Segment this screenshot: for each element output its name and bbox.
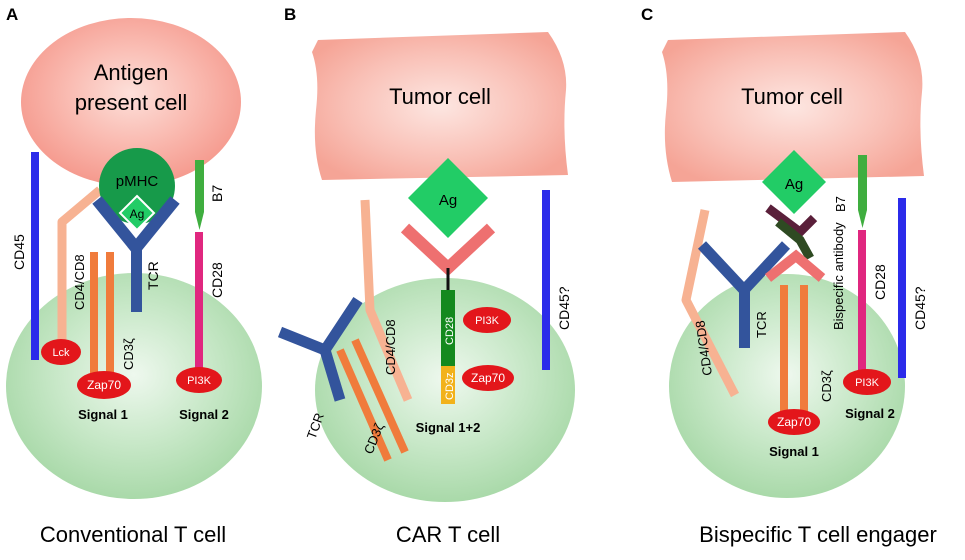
bispecific-arm-2 (775, 218, 814, 261)
cd45q-label-b: CD45? (556, 286, 572, 330)
signal1-label: Signal 1 (78, 407, 128, 422)
caption-c: Bispecific T cell engager (699, 522, 937, 547)
lck-kinase (41, 339, 81, 365)
car-cd28-label: CD28 (444, 317, 456, 345)
tcr-label-c: TCR (754, 311, 769, 338)
ag-label-b: Ag (439, 192, 457, 209)
cd28-label-c: CD28 (872, 264, 888, 300)
pi3k-kinase-b (463, 307, 511, 333)
cd3-chain-c2 (800, 285, 808, 413)
tcr-stem-b (319, 348, 346, 402)
bispecific-arm-1 (765, 204, 818, 238)
cd4-cd8-label-b: CD4/CD8 (383, 319, 398, 375)
tumor-title-b: Tumor cell (389, 84, 491, 109)
zap70-label: Zap70 (87, 378, 121, 392)
caption-b: CAR T cell (396, 522, 500, 547)
car-cd3z-label: CD3z (444, 372, 456, 400)
car-cd28-domain (441, 290, 455, 366)
cd4-cd8-coreceptor (57, 186, 103, 348)
antigen-presenting-cell (21, 18, 241, 186)
cd3-chain-2 (106, 252, 114, 378)
b7-label: B7 (209, 185, 225, 202)
panel-letter-b: B (284, 5, 296, 24)
cd3z-label: CD3ζ (121, 338, 136, 370)
cd28-bar-c (858, 230, 866, 370)
b7-bar-c (858, 155, 867, 210)
cd45-bar-b (542, 190, 550, 370)
pi3k-kinase-c (843, 369, 891, 395)
pi3k-label-c: PI3K (855, 377, 880, 389)
tumor-cell-b (312, 32, 568, 180)
zap70-label-c: Zap70 (777, 415, 811, 429)
cd28-bar (195, 232, 203, 370)
cd3-chain-b2 (351, 338, 409, 454)
b7-label-c: B7 (833, 196, 848, 212)
cd45-label: CD45 (11, 234, 27, 270)
panel-b: B Tumor cell CD45? CD4/CD8 Ag CD28 CD3z … (277, 5, 575, 547)
pmhc-label: pMHC (116, 173, 159, 190)
cd3-chain-1 (90, 252, 98, 378)
panel-letter-c: C (641, 5, 653, 24)
car-cd3z-domain (441, 366, 455, 404)
pi3k-kinase (176, 367, 222, 393)
zap70-kinase-c (768, 409, 820, 435)
signal2-label-c: Signal 2 (845, 406, 895, 421)
cd3-chain-b1 (336, 348, 392, 462)
zap70-label-b: Zap70 (471, 371, 505, 385)
b7-bar (195, 160, 204, 212)
panel-c: C Tumor cell CD4/CD8 TCR Ag Bispecific a… (641, 5, 937, 547)
signal1-label-c: Signal 1 (769, 444, 819, 459)
tumor-title-c: Tumor cell (741, 84, 843, 109)
bispecific-label: Bispecific antibody (831, 222, 846, 330)
cd45q-label-c: CD45? (912, 286, 928, 330)
pmhc-molecule (99, 148, 175, 224)
cd4-cd8-label: CD4/CD8 (72, 254, 87, 310)
lck-label: Lck (52, 347, 70, 359)
cd45-bar-c (898, 198, 906, 378)
cd4-cd8-coreceptor-c (681, 209, 739, 398)
caption-a: Conventional T cell (40, 522, 226, 547)
cd3-binding-arm (764, 249, 826, 282)
ag-label-c: Ag (785, 176, 803, 193)
panel-letter-a: A (6, 5, 18, 24)
tcr-stem (131, 246, 142, 312)
b7-tip-c (858, 210, 867, 228)
pi3k-label-b: PI3K (475, 315, 500, 327)
ag-diamond-c (762, 150, 826, 214)
tumor-cell-c (662, 32, 924, 182)
tcr-label: TCR (145, 261, 161, 290)
b7-tip (195, 212, 204, 230)
panel-a: A Antigen present cell CD45 CD4/CD8 Lck … (6, 5, 262, 547)
zap70-kinase (77, 371, 131, 399)
apc-title-line1: Antigen (94, 60, 169, 85)
ag-label: Ag (130, 207, 145, 221)
cd3-chain-c1 (780, 285, 788, 413)
signal2-label: Signal 2 (179, 407, 229, 422)
zap70-kinase-b (462, 365, 514, 391)
cd45-bar (31, 152, 39, 360)
cd3z-label-c: CD3ζ (819, 370, 834, 402)
ag-diamond (118, 194, 156, 232)
apc-title-line2: present cell (75, 90, 188, 115)
ag-diamond-b (408, 158, 488, 238)
signal12-label: Signal 1+2 (416, 420, 481, 435)
cd4-cd8-coreceptor-b (360, 199, 413, 402)
pi3k-label: PI3K (187, 375, 212, 387)
cd28-label: CD28 (209, 262, 225, 298)
tcr-stem-c (739, 288, 750, 348)
